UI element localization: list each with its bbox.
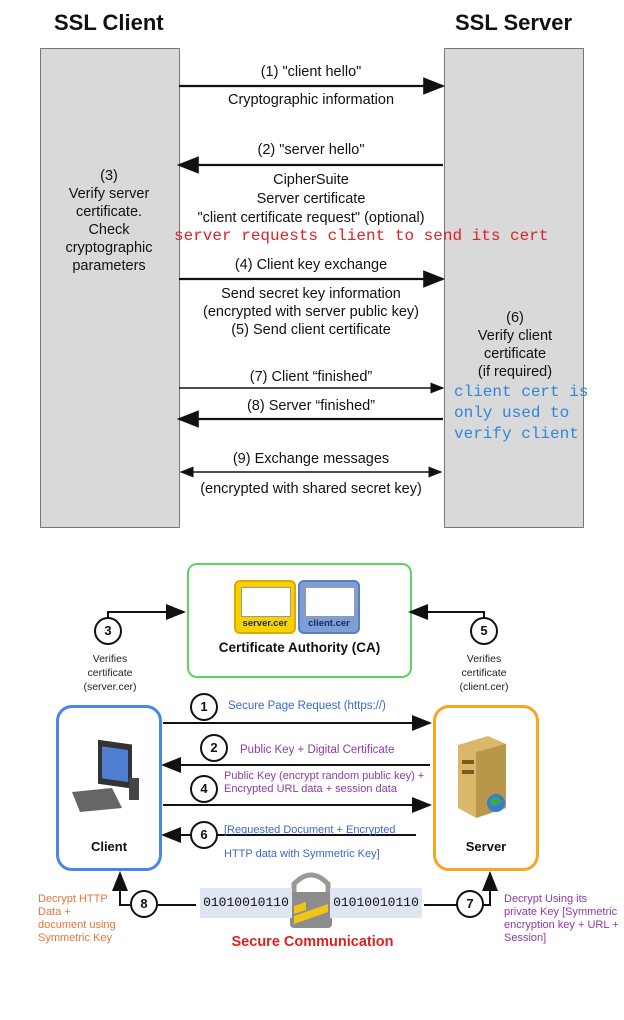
step-1-text: Secure Page Request (https://) [228,700,386,712]
annotation-blue-line: verify client [454,425,579,443]
detail-line: CipherSuite [273,172,349,188]
decrypt-line: Session] [504,932,547,944]
step-4-line: Encrypted URL data + session data [224,783,397,795]
msg-client-hello: (1) "client hello" [260,64,362,80]
annotation-blue: client cert is only used to verify clien… [454,382,588,445]
left-verify-label: Verifies certificate (server.cer) [70,652,150,694]
cert-doc [241,587,291,617]
secure-communication-label: Secure Communication [231,934,394,950]
decrypt-line: Data + [38,906,71,918]
client-note-line: certificate. [75,204,143,220]
msg-exchange-messages: (9) Exchange messages [232,451,390,467]
client-note-line: cryptographic [65,240,153,256]
server-tower-icon [458,736,506,818]
top-arrows [176,77,446,478]
ssl-server-column [444,48,584,528]
detail-line: (5) Send client certificate [231,322,391,338]
left-decrypt-note: Decrypt HTTP Data + document using Symme… [38,893,116,945]
binary-right: 01010010110 [330,888,422,918]
detail-line: Send secret key information [221,286,401,302]
decrypt-line: Decrypt Using its [504,893,588,905]
computer-icon [72,739,139,812]
decrypt-line: Decrypt HTTP [38,893,108,905]
verify-line: Verifies [92,653,128,665]
verify-line: (server.cer) [83,681,137,693]
padlock-icon [290,872,332,928]
ca-title: Certificate Authority (CA) [218,640,381,655]
server-label: Server [465,839,507,854]
decrypt-line: encryption key + URL + [504,919,619,931]
detail-line: "client certificate request" (optional) [197,210,425,226]
msg-client-finished: (7) Client “finished” [249,369,373,385]
server-verify-note: (6) Verify client certificate (if requir… [446,309,584,381]
server-note-line: (if required) [477,364,553,380]
msg-client-hello-detail: Cryptographic information [227,92,395,108]
step-5-badge: 5 [470,617,498,645]
connector-7 [424,871,498,906]
msg-server-hello: (2) "server hello" [257,142,365,158]
server-cert-label: server.cer [242,618,288,629]
server-note-line: certificate [483,346,547,362]
msg-key-exchange-detail: Send secret key information (encrypted w… [179,285,443,339]
verify-line: Verifies [466,653,502,665]
step-6-line: HTTP data with Symmetric Key] [224,848,380,860]
connector-8 [112,871,196,906]
step-8-badge: 8 [130,890,158,918]
client-cert-label: client.cer [308,618,350,629]
msg-key-exchange: (4) Client key exchange [234,257,388,273]
step-2-badge: 2 [200,734,228,762]
client-verify-note: (3) Verify server certificate. Check cry… [40,167,178,275]
verify-line: (client.cer) [459,681,509,693]
binary-left: 01010010110 [200,888,292,918]
annotation-red: server requests client to send its cert [174,227,549,245]
step-4-line: Public Key (encrypt random public key) + [224,770,425,782]
msg-server-finished: (8) Server “finished” [246,398,376,414]
detail-line: Server certificate [256,191,366,207]
server-note-line: (6) [506,310,524,326]
step-4-text: Public Key (encrypt random public key) +… [224,770,424,796]
ssl-client-column [40,48,180,528]
client-label: Client [90,839,128,854]
step-2-text: Public Key + Digital Certificate [240,744,395,756]
client-node: Client [56,705,162,871]
client-note-line: (3) [100,168,118,184]
step-6-badge: 6 [190,821,218,849]
server-note-line: Verify client [477,328,553,344]
client-cert-icon: client.cer [298,580,360,634]
decrypt-line: Symmetric Key [38,932,112,944]
detail-line: (encrypted with server public key) [203,304,419,320]
step-6-text: [Requested Document + Encrypted HTTP dat… [224,818,396,866]
client-note-line: Verify server [68,186,150,202]
right-decrypt-note: Decrypt Using its private Key [Symmetric… [504,893,619,945]
step-6-line: [Requested Document + Encrypted [224,824,396,836]
decrypt-line: private Key [Symmetric [504,906,618,918]
ssl-server-title: SSL Server [455,10,573,35]
cert-doc [305,587,355,617]
server-node: Server [433,705,539,871]
step-4-badge: 4 [190,775,218,803]
step-7-badge: 7 [456,890,484,918]
verify-line: certificate [87,667,133,679]
annotation-blue-line: only used to [454,404,570,422]
client-note-line: Check [88,222,130,238]
decrypt-line: document using [38,919,116,931]
verify-line: certificate [461,667,507,679]
step-1-badge: 1 [190,693,218,721]
annotation-blue-line: client cert is [454,383,589,401]
msg-exchange-detail: (encrypted with shared secret key) [200,481,422,497]
step-3-badge: 3 [94,617,122,645]
server-cert-icon: server.cer [234,580,296,634]
ssl-client-title: SSL Client [54,10,164,35]
client-note-line: parameters [72,258,146,274]
right-verify-label: Verifies certificate (client.cer) [444,652,524,694]
msg-server-hello-detail: CipherSuite Server certificate "client c… [179,171,443,228]
